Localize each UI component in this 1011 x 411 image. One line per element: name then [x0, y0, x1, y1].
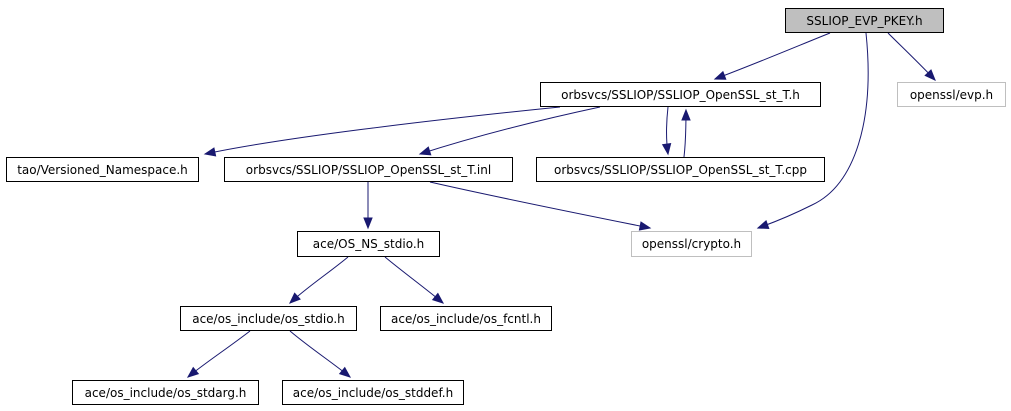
node-openssl-evp[interactable]: openssl/evp.h	[897, 82, 1006, 107]
edge-arrowhead	[661, 142, 672, 156]
edge-os-stdio-to-os-stddef	[289, 330, 351, 378]
edge-arrowhead	[289, 292, 301, 304]
node-openssl-st-cpp[interactable]: orbsvcs/SSLIOP/SSLIOP_OpenSSL_st_T.cpp	[536, 157, 825, 182]
edge-arrowhead	[638, 221, 652, 231]
node-root[interactable]: SSLIOP_EVP_PKEY.h	[785, 8, 944, 33]
edge-arrowhead	[338, 366, 352, 378]
node-os-stddef[interactable]: ace/os_include/os_stddef.h	[282, 380, 464, 405]
node-openssl-st-h[interactable]: orbsvcs/SSLIOP/SSLIOP_OpenSSL_st_T.h	[540, 82, 821, 107]
node-openssl-st-inl[interactable]: orbsvcs/SSLIOP/SSLIOP_OpenSSL_st_T.inl	[224, 157, 513, 182]
edge-arrowhead	[363, 217, 373, 230]
edge-openssl-st-h-to-versioned-namespace	[204, 106, 561, 155]
node-os-stdio[interactable]: ace/os_include/os_stdio.h	[180, 306, 357, 331]
edge-arrowhead	[756, 220, 770, 229]
edge-arrowhead	[713, 70, 727, 80]
edge-root-to-openssl-crypto	[757, 32, 869, 229]
edges-layer	[186, 32, 936, 378]
edge-os-stdio-to-os-stdarg	[187, 330, 251, 378]
edge-arrowhead	[418, 146, 432, 156]
edge-root-to-openssl-st-h	[714, 32, 831, 80]
node-os-ns-stdio[interactable]: ace/OS_NS_stdio.h	[297, 231, 440, 257]
edge-arrowhead	[924, 69, 936, 81]
node-os-stdarg[interactable]: ace/os_include/os_stdarg.h	[72, 380, 259, 405]
edge-arrowhead	[431, 292, 445, 304]
edge-os-ns-stdio-to-os-stdio	[289, 256, 349, 304]
edge-openssl-st-inl-to-openssl-crypto	[429, 181, 651, 229]
edge-arrowhead	[203, 147, 217, 157]
node-os-fcntl[interactable]: ace/os_include/os_fcntl.h	[380, 306, 552, 331]
node-versioned-namespace[interactable]: tao/Versioned_Namespace.h	[6, 157, 199, 182]
edge-arrowhead	[186, 366, 200, 378]
edge-openssl-st-h-to-openssl-st-inl	[419, 106, 601, 155]
edge-arrowhead	[681, 108, 691, 121]
node-openssl-crypto[interactable]: openssl/crypto.h	[631, 231, 752, 257]
edge-os-ns-stdio-to-os-fcntl	[384, 256, 444, 304]
